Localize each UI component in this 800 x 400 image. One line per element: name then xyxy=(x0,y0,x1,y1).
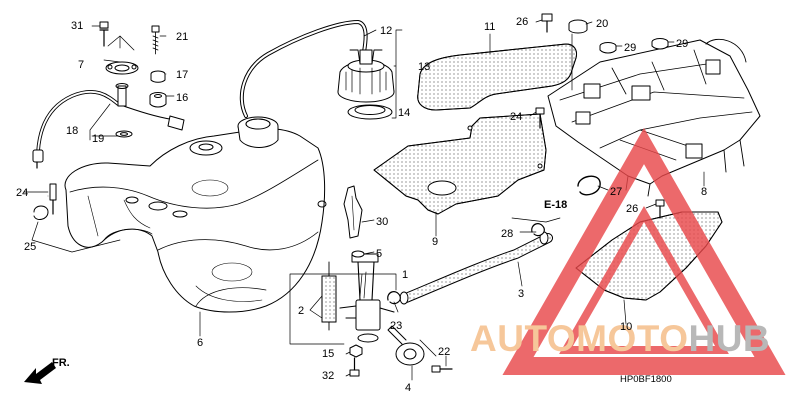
callout-8: 8 xyxy=(701,186,707,198)
callout-1: 1 xyxy=(402,269,408,281)
watermark-word-hub: HUB xyxy=(688,318,770,359)
callout-28: 28 xyxy=(501,228,513,240)
fuel-cap-13 xyxy=(337,49,395,103)
front-label: FR. xyxy=(52,357,70,369)
callout-9: 9 xyxy=(432,236,438,248)
front-arrow-icon xyxy=(24,362,56,384)
o-ring-5 xyxy=(351,250,365,258)
callout-5: 5 xyxy=(376,248,382,260)
watermark-word-auto: AUTO xyxy=(470,318,576,359)
fuel-tank xyxy=(64,116,327,313)
callout-15: 15 xyxy=(322,348,334,360)
callout-23: 23 xyxy=(390,320,402,332)
strainer-2 xyxy=(321,261,337,331)
callout-2: 2 xyxy=(298,305,304,317)
callouts: 31 21 7 17 16 18 19 12 13 14 24 25 6 30 … xyxy=(16,16,707,394)
cover-9 xyxy=(373,113,547,215)
watermark-word-moto: MOTO xyxy=(576,318,688,359)
svg-text:AUTOMOTOHUB: AUTOMOTOHUB xyxy=(470,318,770,359)
diagram-code: HP0BF1800 xyxy=(620,374,672,385)
breather-hose-12 xyxy=(239,20,368,118)
grommets-rack xyxy=(535,13,669,129)
callout-20: 20 xyxy=(596,18,608,30)
callout-7: 7 xyxy=(78,59,84,71)
callout-19: 19 xyxy=(92,133,104,145)
callout-16: 16 xyxy=(176,92,188,104)
clips-23-28 xyxy=(387,223,545,305)
rack-frame-8 xyxy=(547,39,761,197)
callout-24-rack: 24 xyxy=(510,111,522,123)
reference-e18: E-18 xyxy=(544,199,567,211)
callout-10: 10 xyxy=(620,321,632,333)
nut-15-bolt-32 xyxy=(349,344,363,377)
fuel-hose-3 xyxy=(399,231,553,305)
bolt-21-washer-17-grommet-16 xyxy=(149,25,167,108)
gasket-14 xyxy=(347,104,393,120)
callout-14: 14 xyxy=(398,107,410,119)
cover-11 xyxy=(417,43,577,111)
callout-32: 32 xyxy=(322,370,334,382)
callout-22: 22 xyxy=(438,346,450,358)
callout-4: 4 xyxy=(405,382,411,394)
callout-29-b: 29 xyxy=(676,38,688,50)
callout-11: 11 xyxy=(484,21,495,33)
pump-parts xyxy=(99,21,139,138)
callout-27: 27 xyxy=(610,186,622,198)
callout-26-lower: 26 xyxy=(626,203,638,215)
screw-22 xyxy=(431,365,453,373)
watermark: AUTOMOTOHUB xyxy=(470,127,786,375)
bracket-30 xyxy=(343,185,363,239)
callout-25: 25 xyxy=(24,241,36,253)
fuel-line-18 xyxy=(32,90,185,169)
band-27 xyxy=(577,175,601,196)
callout-21: 21 xyxy=(176,31,188,43)
callout-6: 6 xyxy=(197,337,203,349)
callout-24-left: 24 xyxy=(16,187,28,199)
callout-12: 12 xyxy=(380,25,392,37)
fuel-cock-assembly xyxy=(339,253,395,343)
callout-13: 13 xyxy=(418,61,430,73)
callout-17: 17 xyxy=(176,69,188,81)
lever-4 xyxy=(387,325,437,366)
callout-30: 30 xyxy=(376,216,388,228)
callout-3: 3 xyxy=(518,288,524,300)
callout-29-a: 29 xyxy=(624,42,636,54)
clip-25-bolt-24-left xyxy=(33,183,57,220)
callout-31: 31 xyxy=(71,20,83,32)
callout-18: 18 xyxy=(66,125,78,137)
callout-26-top: 26 xyxy=(516,16,528,28)
leader-lines xyxy=(23,19,705,381)
